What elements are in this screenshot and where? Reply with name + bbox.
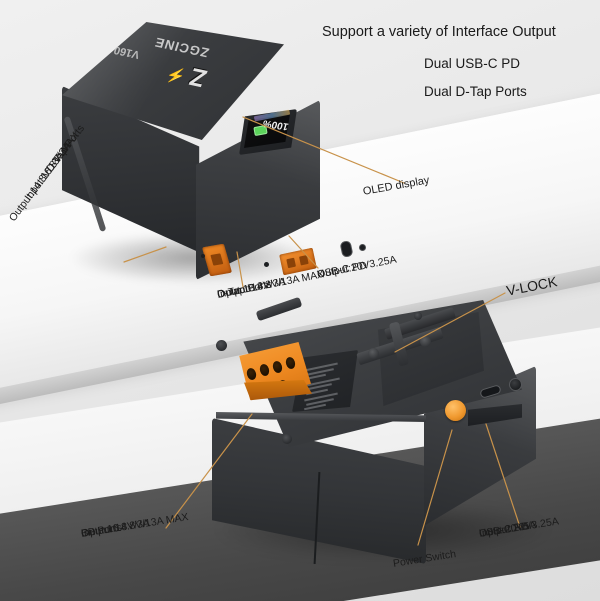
mount-hole-1	[216, 340, 227, 351]
bottom-battery-lip	[216, 412, 426, 422]
bp-terminal-side	[244, 380, 312, 401]
mount-hole-2	[282, 434, 292, 444]
page-title: Support a variety of Interface Output	[322, 24, 556, 40]
feature-line-usbc: Dual USB-C PD	[424, 56, 521, 71]
bp-contact-hole	[245, 366, 258, 382]
battery-unit-top: ZGCINE V160 Z ⚡ 100%	[58, 22, 366, 292]
bp-contact-hole	[284, 355, 297, 371]
bottom-battery-tab	[255, 296, 303, 322]
bp-contact-hole	[271, 359, 284, 375]
led-indicator-icon	[359, 244, 366, 251]
screw-dot-a	[264, 262, 269, 267]
round-port	[509, 378, 522, 391]
v-mount-screw-2	[420, 336, 431, 347]
feature-line-dtap: Dual D-Tap Ports	[424, 84, 527, 99]
lightning-bolt-icon: ⚡	[163, 65, 189, 86]
bp-contact-hole	[258, 362, 271, 378]
v-mount-screw-3	[414, 312, 422, 320]
screw-dot-b	[201, 254, 205, 258]
power-switch-button[interactable]	[445, 400, 466, 421]
v-mount-screw-1	[368, 348, 379, 359]
